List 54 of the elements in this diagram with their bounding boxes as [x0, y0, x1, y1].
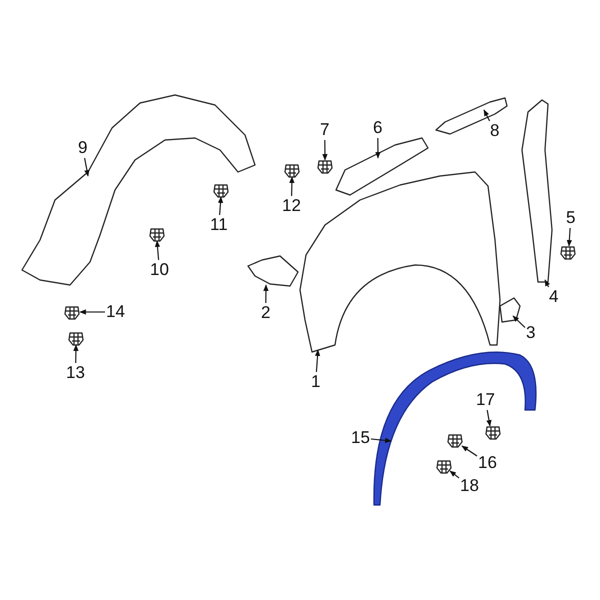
leader-line: [512, 316, 526, 328]
callout-number: 9: [78, 139, 88, 157]
leader-line: [79, 309, 105, 315]
leader-line: [84, 158, 90, 177]
clip-nut: [284, 164, 300, 178]
bolt: [560, 246, 576, 260]
leader-line: [314, 349, 320, 372]
leader-line: [375, 138, 381, 159]
callout-number: 3: [526, 324, 536, 342]
fender-brace: [521, 99, 553, 283]
callout-number: 5: [566, 209, 576, 227]
clip: [317, 160, 333, 174]
callout-number: 6: [373, 119, 382, 137]
callout-number: 15: [351, 429, 370, 447]
callout-number: 13: [66, 364, 85, 382]
leader-line: [449, 470, 460, 478]
leader-line: [461, 446, 478, 456]
callout-number: 17: [476, 391, 495, 409]
push-clip: [68, 332, 84, 346]
mount-bracket: [499, 297, 521, 323]
leader-line: [154, 240, 160, 260]
callout-number: 4: [549, 288, 558, 306]
leader-line: [322, 140, 328, 161]
upper-seal: [435, 97, 508, 135]
clip: [485, 426, 501, 440]
seal-strip: [335, 137, 429, 196]
leader-line: [289, 176, 295, 196]
callout-number: 8: [490, 122, 500, 140]
leader-line: [218, 196, 224, 216]
leader-line: [544, 279, 550, 288]
wheel-arch-flare: [373, 352, 537, 506]
leader-line: [263, 284, 269, 303]
callout-number: 18: [460, 477, 479, 495]
inner-fender-liner: [21, 94, 256, 286]
leader-line: [486, 410, 492, 427]
fender-panel: [299, 171, 501, 353]
callout-number: 10: [150, 261, 169, 279]
retainer-clip: [64, 306, 80, 320]
leader-line: [566, 228, 572, 247]
callout-number: 12: [282, 197, 301, 215]
clip-nut: [436, 460, 452, 474]
push-clip: [149, 228, 165, 242]
fender-bracket: [247, 255, 299, 287]
callout-number: 11: [210, 216, 228, 234]
leader-line: [370, 438, 392, 444]
push-clip: [447, 434, 463, 448]
clip: [213, 184, 229, 198]
callout-number: 1: [311, 373, 320, 391]
callout-number: 16: [478, 454, 497, 472]
leader-line: [484, 109, 490, 122]
callout-number: 7: [320, 121, 330, 139]
leader-line: [73, 344, 79, 363]
callout-number: 2: [261, 304, 270, 322]
callout-number: 14: [106, 303, 125, 321]
